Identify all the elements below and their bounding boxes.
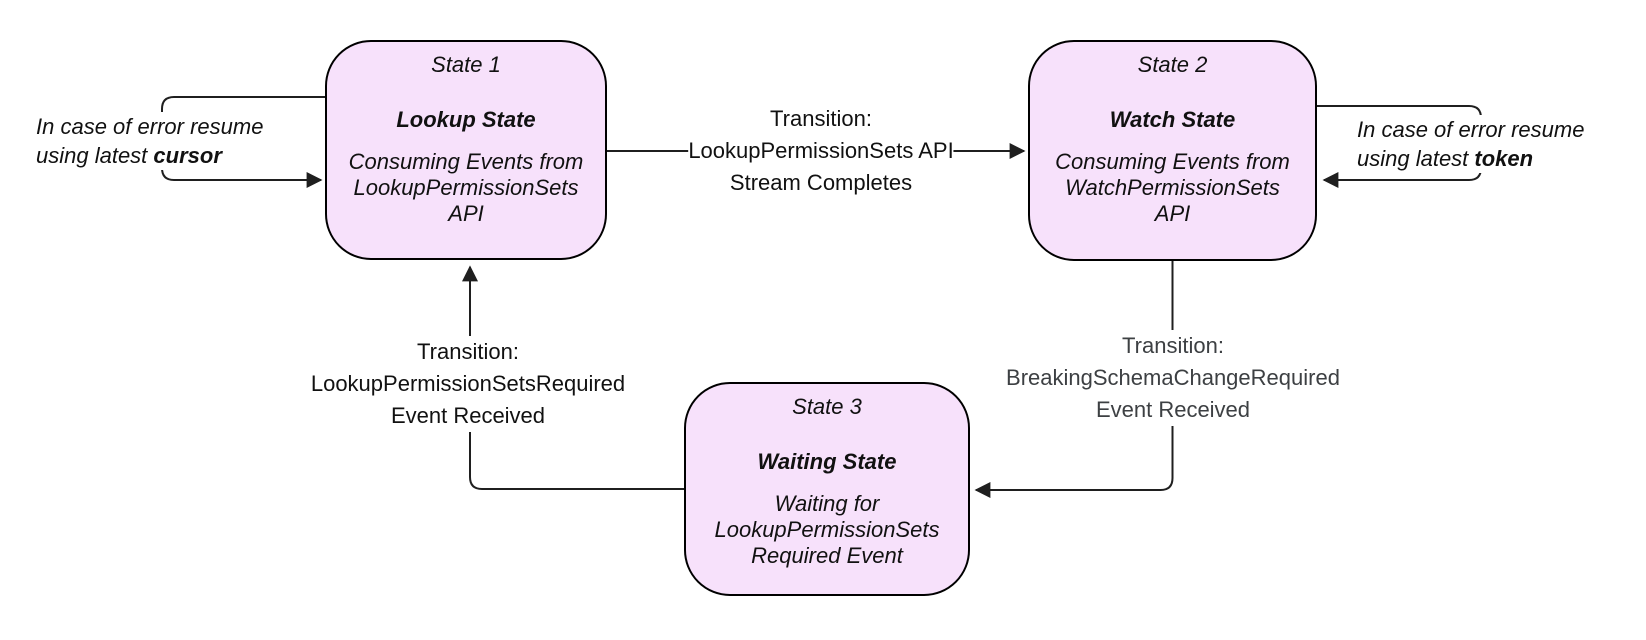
transition-label-line: LookupPermissionSets API bbox=[688, 135, 954, 167]
error-resume-cursor-label: In case of error resume using latest cur… bbox=[36, 112, 264, 170]
transition-label-line: Transition: bbox=[310, 336, 626, 368]
state-node-waiting: State 3 Waiting State Waiting for Lookup… bbox=[684, 382, 970, 596]
state-name: Lookup State bbox=[396, 107, 536, 132]
state-description: Consuming Events from WatchPermissionSet… bbox=[1055, 149, 1290, 226]
loop-label-line: In case of error resume bbox=[1357, 117, 1585, 142]
transition-label-watch-to-waiting: Transition: BreakingSchemaChangeRequired… bbox=[1006, 330, 1340, 426]
state-title: State 1 bbox=[431, 52, 501, 77]
state-description: Waiting for LookupPermissionSets Require… bbox=[714, 491, 940, 568]
transition-label-waiting-to-lookup: Transition: LookupPermissionSetsRequired… bbox=[310, 336, 626, 432]
state-node-watch: State 2 Watch State Consuming Events fro… bbox=[1028, 40, 1317, 261]
error-resume-token-label: In case of error resume using latest tok… bbox=[1357, 115, 1585, 173]
loop-label-line: using latest cursor bbox=[36, 141, 263, 170]
transition-label-line: Event Received bbox=[310, 400, 626, 432]
state-title: State 3 bbox=[792, 394, 862, 419]
state-node-lookup: State 1 Lookup State Consuming Events fr… bbox=[325, 40, 607, 260]
state-title: State 2 bbox=[1137, 52, 1208, 77]
edge-state2-to-state3-arrow bbox=[974, 261, 1174, 498]
transition-label-line: Event Received bbox=[1006, 394, 1340, 426]
loop-keyword-cursor: cursor bbox=[153, 143, 222, 168]
transition-label-line: Transition: bbox=[1006, 330, 1340, 362]
transition-label-lookup-to-watch: Transition: LookupPermissionSets API Str… bbox=[688, 103, 954, 199]
loop-label-prefix: using latest bbox=[36, 143, 154, 168]
transition-label-line: BreakingSchemaChangeRequired bbox=[1006, 362, 1340, 394]
transition-label-line: Stream Completes bbox=[688, 167, 954, 199]
state-name: Watch State bbox=[1109, 107, 1236, 132]
transition-label-line: Transition: bbox=[688, 103, 954, 135]
transition-label-line: LookupPermissionSetsRequired bbox=[310, 368, 626, 400]
loop-keyword-token: token bbox=[1474, 146, 1534, 171]
loop-label-line: using latest token bbox=[1357, 144, 1584, 173]
state-description: Consuming Events from LookupPermissionSe… bbox=[348, 149, 584, 226]
loop-label-prefix: using latest bbox=[1357, 146, 1475, 171]
edge-state3-to-state1-arrow bbox=[462, 265, 684, 490]
loop-label-line: In case of error resume bbox=[36, 114, 264, 139]
state-name: Waiting State bbox=[757, 449, 897, 474]
